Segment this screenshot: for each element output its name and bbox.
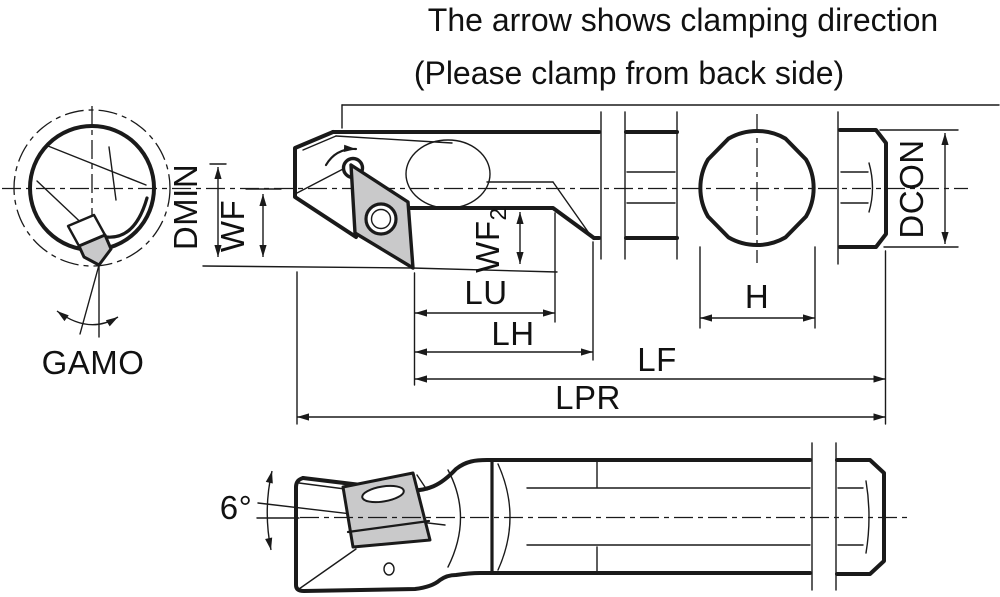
label-wf2: WF2 <box>469 207 511 273</box>
label-gamo: GAMO <box>42 344 145 381</box>
bottom-view: 6° <box>220 442 908 593</box>
clamp-boss-curve <box>447 469 462 568</box>
cutting-edge-reference-line <box>202 265 413 269</box>
section-outline <box>698 128 816 248</box>
dim-dcon: DCON <box>879 129 959 248</box>
label-seat-angle: 6° <box>220 489 253 526</box>
dim-dmin: DMIN <box>167 163 227 257</box>
clamp-boss-outline <box>405 139 491 209</box>
side-view <box>293 111 679 270</box>
cross-section-view <box>698 114 816 263</box>
clamping-direction-arrow <box>324 144 358 167</box>
insert-slot-hole <box>361 484 405 504</box>
label-h: H <box>745 278 769 315</box>
length-dimensions: LU LH LF LPR H <box>296 212 887 425</box>
label-wf: WF <box>214 200 251 252</box>
label-lf: LF <box>637 341 677 378</box>
screw-tip-detail <box>383 562 395 576</box>
gamo-angle-arc <box>56 310 119 327</box>
butt-outline <box>838 128 888 249</box>
dim-wf2: WF2 <box>469 207 524 273</box>
head-profile <box>293 130 358 239</box>
insert-bottom-view <box>341 471 432 549</box>
label-lu: LU <box>464 274 507 311</box>
reference-lines <box>2 104 1000 190</box>
label-lh: LH <box>491 315 534 352</box>
label-dmin: DMIN <box>167 164 204 250</box>
angle-arc <box>265 470 273 551</box>
label-lpr: LPR <box>555 379 621 416</box>
insert-hole-inner <box>370 208 392 230</box>
clamping-note-line1: The arrow shows clamping direction <box>428 2 938 38</box>
insert-hole-outer <box>364 202 398 236</box>
bottom-view-bottom-outline <box>294 476 812 593</box>
dim-wf: WF <box>202 188 558 273</box>
front-end-view: GAMO <box>13 106 171 381</box>
clamping-note-line2: (Please clamp from back side) <box>414 55 844 91</box>
neck-bottom-edge <box>407 206 596 240</box>
shank-end-view <box>837 111 888 265</box>
insert-front-view <box>77 233 113 267</box>
label-dcon: DCON <box>893 139 930 238</box>
